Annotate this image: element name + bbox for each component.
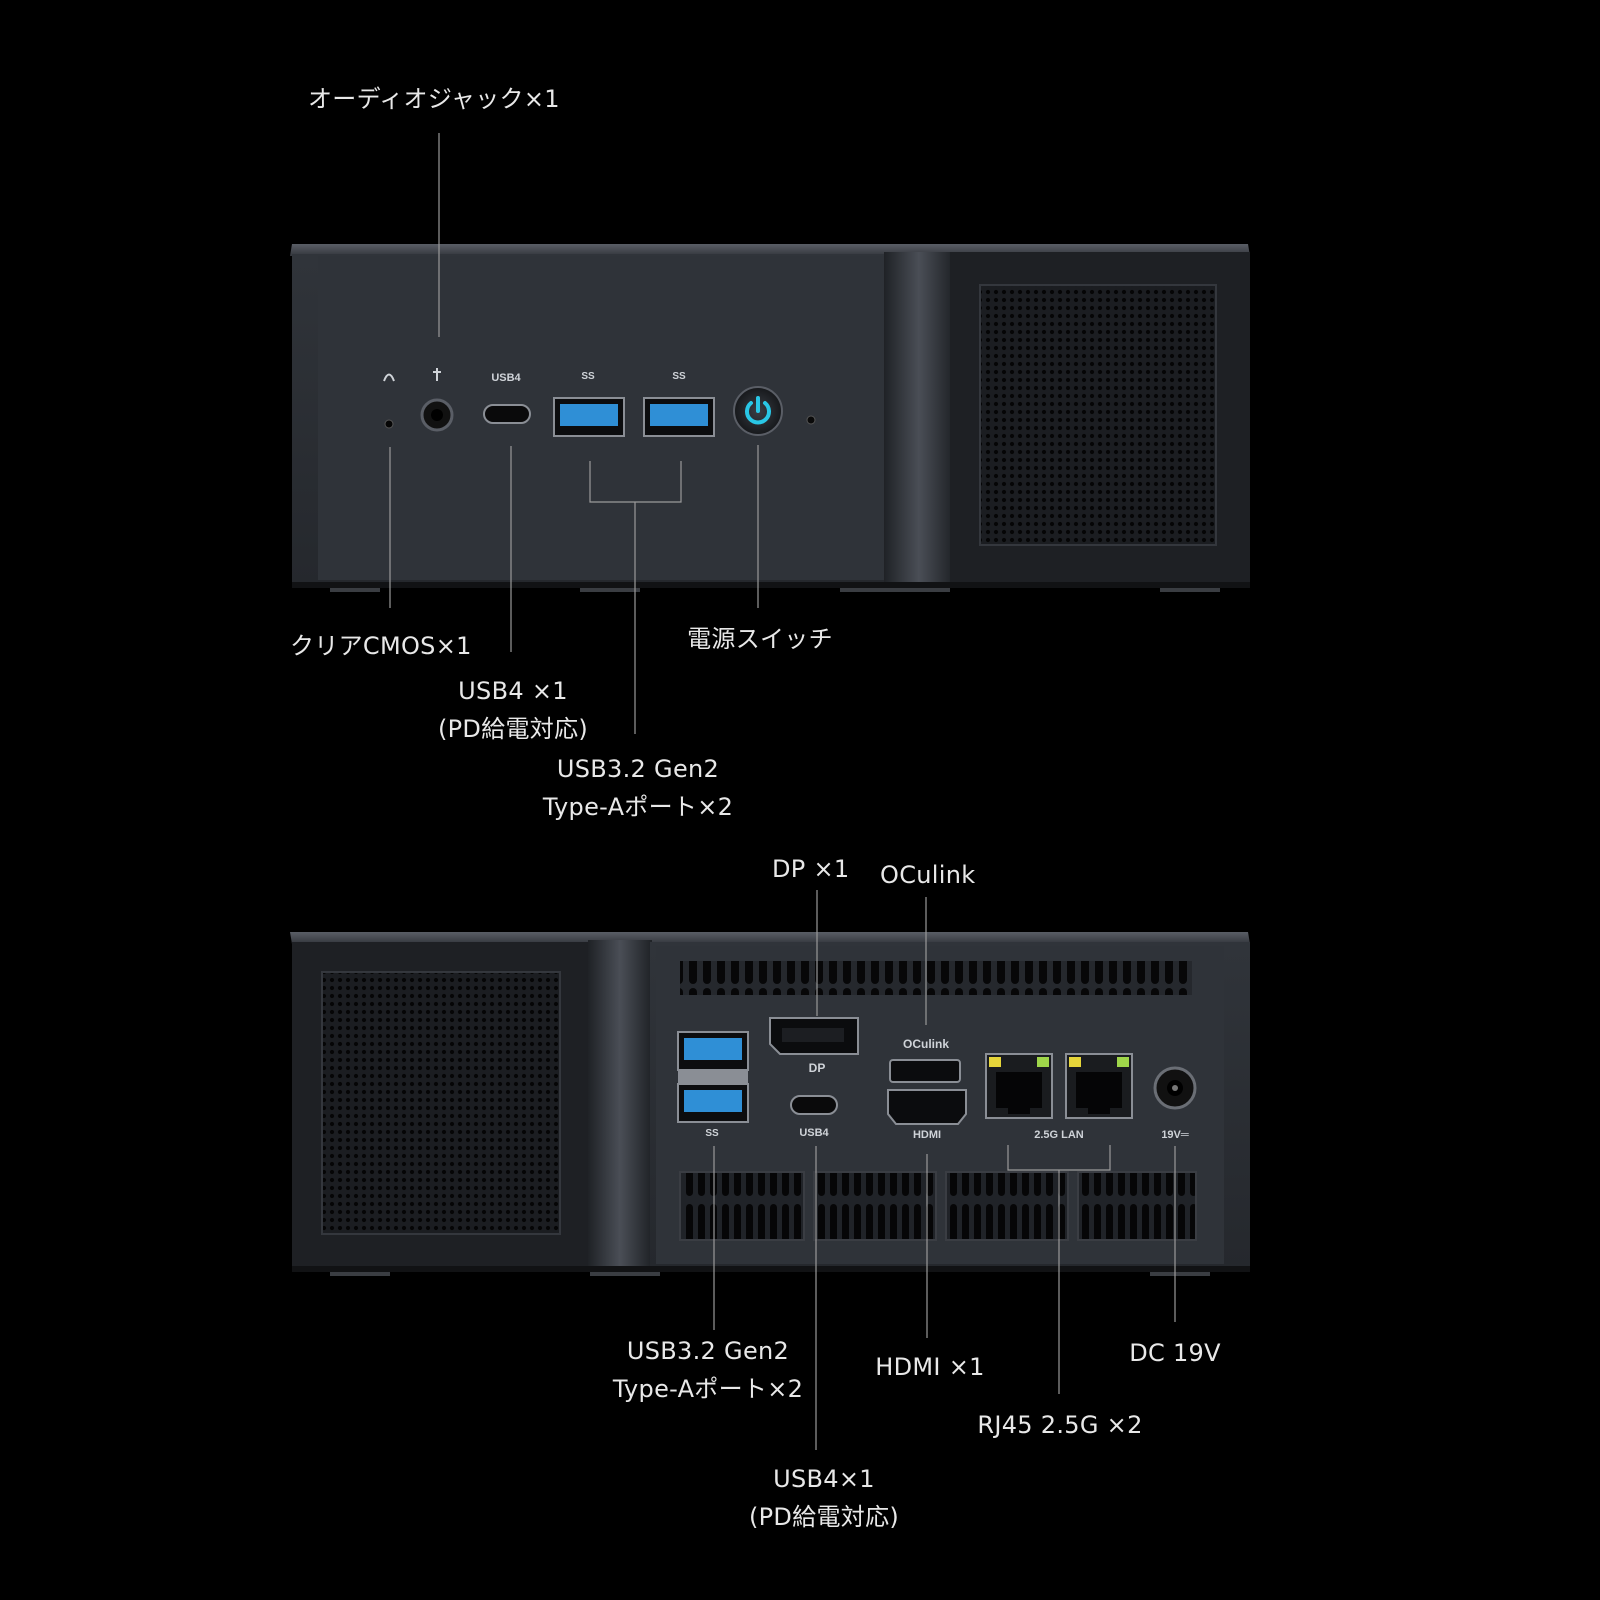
label-clear-cmos: クリアCMOS×1 xyxy=(290,632,472,660)
clear-cmos-hole xyxy=(384,419,394,429)
dc-port-mark: 19V═ xyxy=(1161,1129,1189,1141)
label-hdmi: HDMI ×1 xyxy=(875,1353,985,1381)
label-rj45: RJ45 2.5G ×2 xyxy=(977,1411,1143,1439)
ss-mark-2: SS xyxy=(672,371,686,382)
lan-port-2 xyxy=(1065,1053,1133,1119)
label-front-usb4: USB4 ×1 (PD給電対応) xyxy=(437,677,589,743)
rear-leader-lines xyxy=(713,890,1176,1450)
power-icon xyxy=(745,401,771,425)
label-power-switch: 電源スイッチ xyxy=(687,625,833,653)
rear-device: SS DP USB4 OCulink HDMI 2.5G LAN xyxy=(290,932,1250,1276)
rear-usb4-port xyxy=(790,1095,838,1115)
ss-mark-1: SS xyxy=(581,371,595,382)
label-front-usb32: USB3.2 Gen2 Type-Aポート×2 xyxy=(542,755,734,821)
headphone-icon xyxy=(383,373,395,382)
label-dp: DP ×1 xyxy=(772,855,850,883)
front-leader-lines xyxy=(389,133,759,734)
dp-port-mark: DP xyxy=(809,1061,826,1075)
rear-ss-mark: SS xyxy=(705,1128,719,1139)
front-usb4-port xyxy=(483,404,531,424)
oculink-port xyxy=(889,1059,961,1083)
label-oculink: OCulink xyxy=(880,861,976,889)
label-rear-usb4: USB4×1 (PD給電対応) xyxy=(748,1465,900,1531)
hdmi-port-mark: HDMI xyxy=(913,1129,941,1141)
label-dc: DC 19V xyxy=(1129,1339,1221,1367)
oculink-port-mark: OCulink xyxy=(903,1037,949,1051)
lan-port-mark: 2.5G LAN xyxy=(1034,1129,1084,1141)
label-audio-jack: オーディオジャック×1 xyxy=(308,85,560,113)
mic-icon xyxy=(433,368,441,381)
usb4-port-mark: USB4 xyxy=(491,372,521,384)
rear-usb4-port-mark: USB4 xyxy=(799,1127,829,1139)
hdmi-port xyxy=(887,1089,967,1125)
label-rear-usb32: USB3.2 Gen2 Type-Aポート×2 xyxy=(612,1337,804,1403)
lan-port-1 xyxy=(985,1053,1053,1119)
front-device: USB4 SS SS xyxy=(290,244,1250,592)
